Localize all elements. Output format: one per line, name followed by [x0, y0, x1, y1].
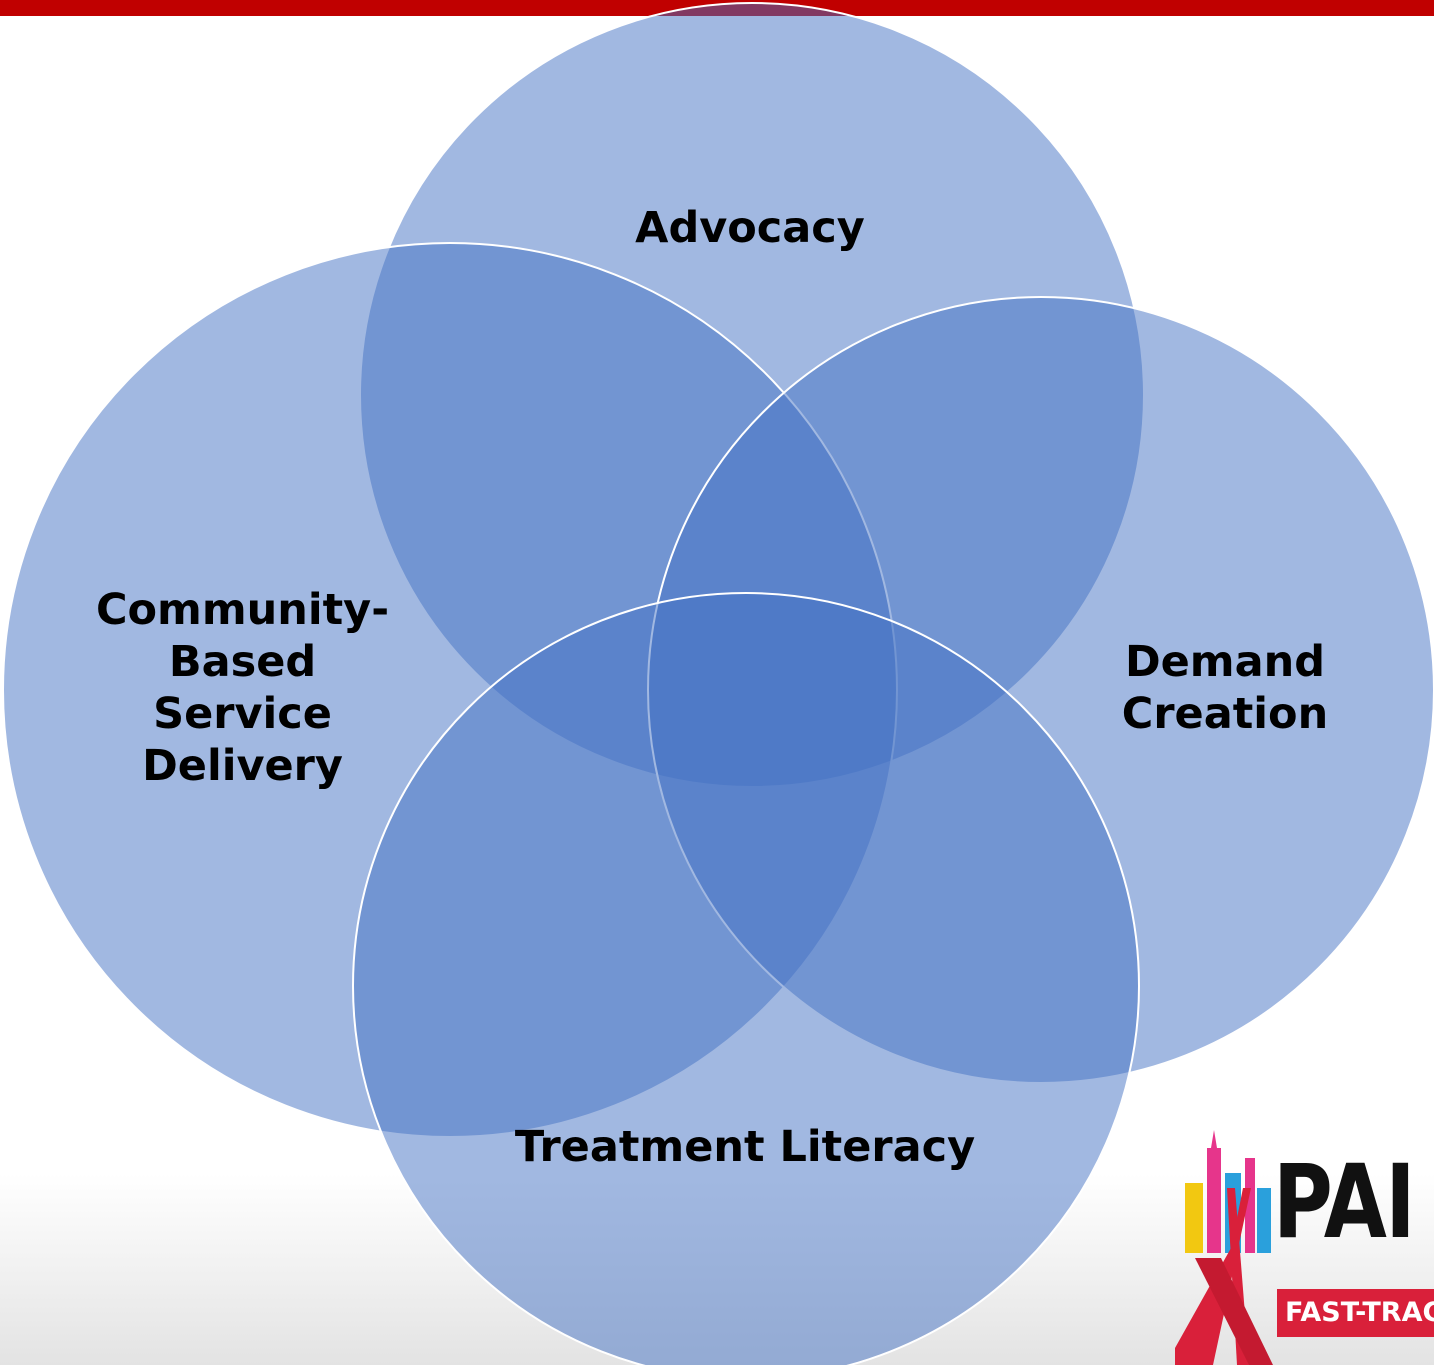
ribbon-skyline-icon [1175, 1130, 1273, 1365]
logo-tagline: FAST-TRACK [1277, 1289, 1434, 1337]
label-treatment-literacy: Treatment Literacy [514, 1122, 976, 1172]
logo-wordmark: PAI [1273, 1143, 1416, 1262]
label-community-based-service-delivery: Community- Based Service Delivery [95, 585, 390, 791]
label-advocacy: Advocacy [635, 203, 865, 253]
label-demand-creation: Demand Creation [1121, 637, 1329, 739]
circle-treatment [352, 592, 1140, 1365]
paris-fast-track-logo: PAI FAST-TRACK [1165, 1128, 1434, 1365]
